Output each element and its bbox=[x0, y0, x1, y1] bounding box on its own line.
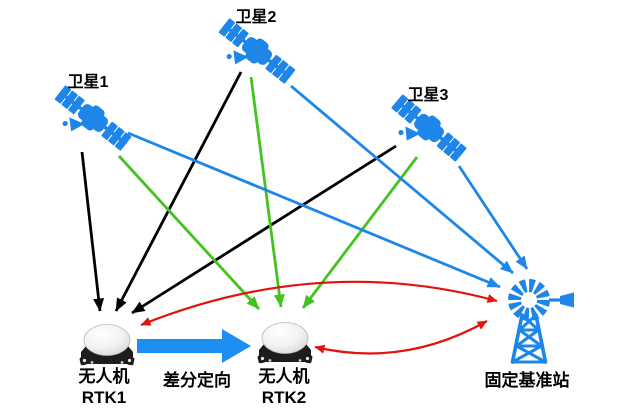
satellite2-to-rtk1-signal bbox=[114, 71, 243, 312]
satellite-2-icon bbox=[207, 14, 300, 98]
satellite1-to-base-signal bbox=[127, 131, 501, 289]
differential-arrow bbox=[137, 329, 251, 363]
drone-rtk2-model-label: RTK2 bbox=[262, 388, 306, 407]
satellite1-to-rtk1-signal bbox=[80, 151, 105, 312]
drone-rtk1-icon bbox=[78, 324, 136, 367]
base-station-icon bbox=[513, 286, 575, 363]
satellite-1-icon bbox=[43, 81, 136, 165]
satellite-2-label: 卫星2 bbox=[236, 8, 277, 26]
drone-rtk2-name-label: 无人机 bbox=[258, 366, 310, 386]
satellite3-to-rtk1-signal bbox=[131, 144, 397, 315]
satellite1-to-rtk2-signal bbox=[117, 155, 261, 310]
drone-rtk1-model-label: RTK1 bbox=[82, 388, 126, 407]
signal-edges bbox=[80, 71, 529, 355]
drone-rtk1-name-label: 无人机 bbox=[78, 366, 130, 386]
satellite3-to-rtk2-signal bbox=[301, 156, 419, 309]
satellite-3-label: 卫星3 bbox=[408, 86, 449, 104]
rtk1-base-correction-link bbox=[140, 280, 498, 327]
satellite-1-label: 卫星1 bbox=[68, 73, 109, 91]
satellite2-to-base-signal bbox=[290, 84, 514, 275]
differential-arrow-label: 差分定向 bbox=[163, 370, 231, 390]
drone-rtk2-icon bbox=[256, 322, 314, 365]
satellite2-to-rtk2-signal bbox=[249, 76, 285, 308]
rtk2-base-correction-link bbox=[314, 320, 488, 355]
base-station-label: 固定基准站 bbox=[485, 370, 570, 390]
satellite3-to-base-signal bbox=[457, 165, 529, 270]
